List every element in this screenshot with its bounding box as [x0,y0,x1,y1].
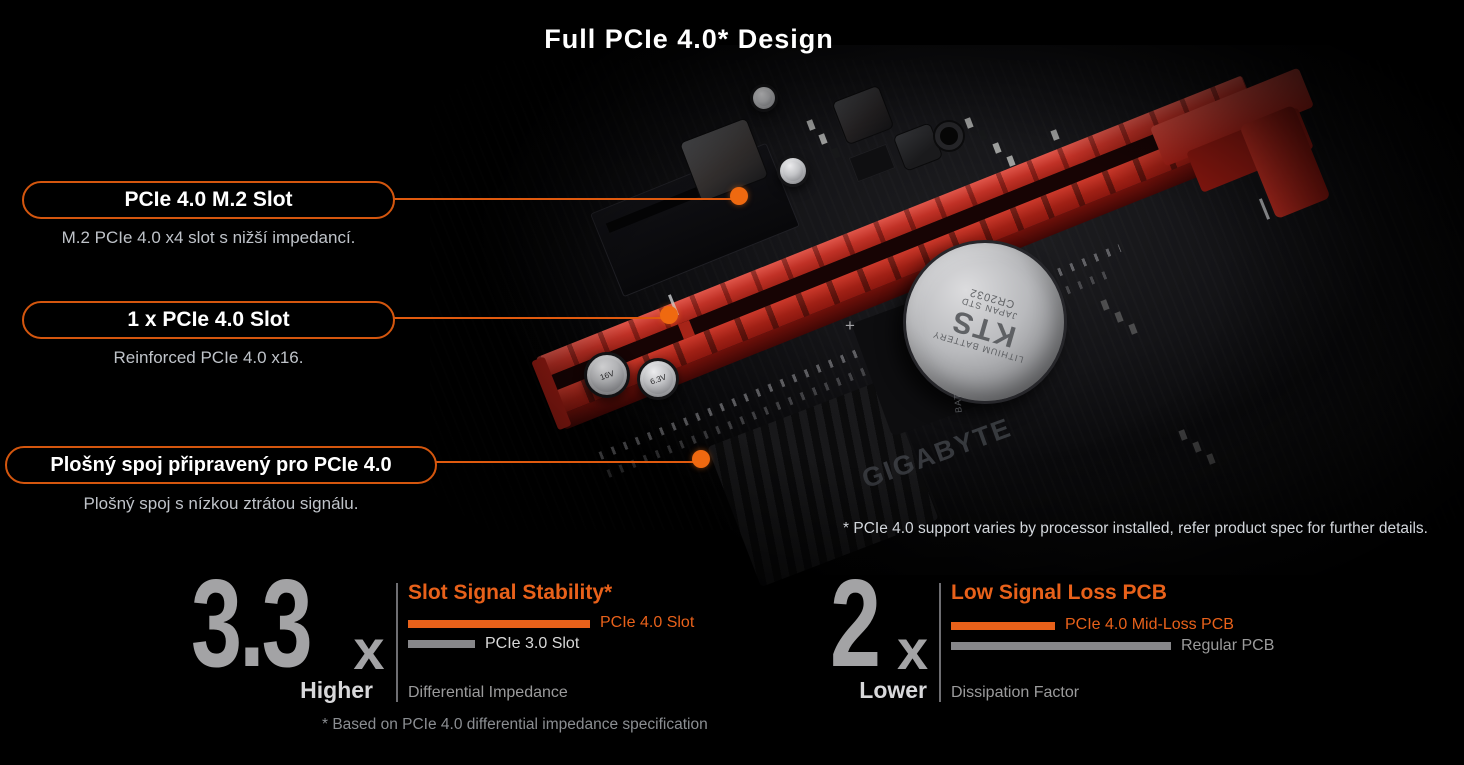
stat-multiplier: 3.3 x [191,555,385,693]
callout-description: Plošný spoj s nízkou ztrátou signálu. [83,494,359,513]
callout-line [393,198,739,200]
stat-direction: Higher [300,677,373,703]
bar-pcie3-slot [408,640,475,648]
callout-line [435,461,701,463]
stat-caption: Differential Impedance [408,684,568,701]
bar-regular-pcb [951,642,1171,650]
callout-dot-pcie-slot [660,306,678,324]
bar-pcie4-slot [408,620,590,628]
callout-line [393,317,669,319]
page-title: Full PCIe 4.0* Design [544,24,834,54]
footnote-pcie-support: * PCIe 4.0 support varies by processor i… [843,520,1428,537]
bar-label: PCIe 4.0 Slot [600,614,695,631]
stat-unit: x [896,617,929,681]
stat-divider [396,583,398,702]
footnote-impedance-spec: * Based on PCIe 4.0 differential impedan… [322,716,708,733]
callout-description: Reinforced PCIe 4.0 x16. [113,348,304,367]
stat-divider [939,583,941,702]
stat-direction: Lower [859,677,927,703]
callout-pill-m2-slot: PCIe 4.0 M.2 Slot [22,181,395,219]
callout-pill-pcb-ready: Plošný spoj připravený pro PCIe 4.0 [5,446,437,484]
callout-label: PCIe 4.0 M.2 Slot [124,188,293,211]
bar-label: Regular PCB [1181,637,1275,654]
stat-value: 2 [830,555,881,693]
stat-unit: x [353,617,385,681]
stat-heading: Slot Signal Stability* [408,581,613,604]
stat-value: 3.3 [191,555,313,693]
callout-dot-pcb [692,450,710,468]
bar-label: PCIe 4.0 Mid-Loss PCB [1065,616,1234,633]
bar-label: PCIe 3.0 Slot [485,635,580,652]
bar-midloss-pcb [951,622,1055,630]
callout-dot-m2 [730,187,748,205]
stat-heading: Low Signal Loss PCB [951,581,1167,604]
callout-pill-pcie-slot: 1 x PCIe 4.0 Slot [22,301,395,339]
callout-label: Plošný spoj připravený pro PCIe 4.0 [50,453,392,476]
callout-description: M.2 PCIe 4.0 x4 slot s nižší impedancí. [61,228,356,247]
callout-label: 1 x PCIe 4.0 Slot [127,308,290,331]
stat-caption: Dissipation Factor [951,684,1080,701]
